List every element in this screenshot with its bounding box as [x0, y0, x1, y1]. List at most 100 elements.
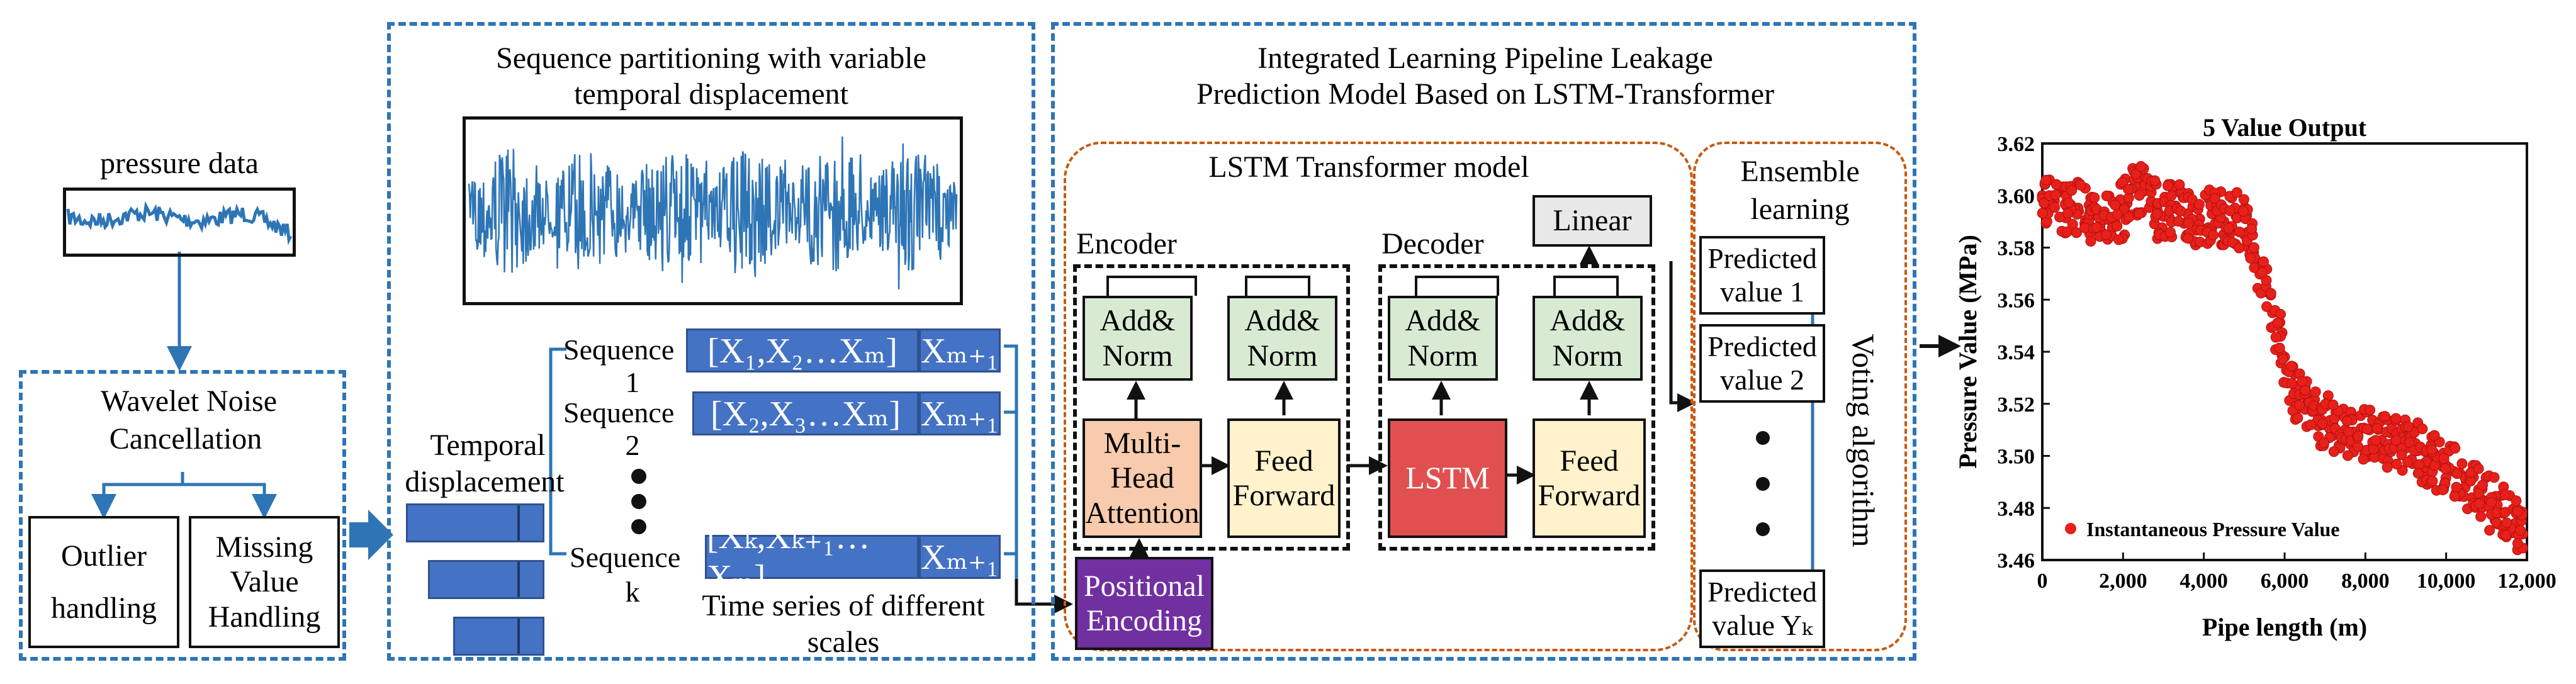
lstm-label: LSTM [1405, 460, 1490, 496]
sequence-1-label: Sequence [563, 334, 675, 366]
data-point [2437, 485, 2448, 496]
data-point [2426, 444, 2438, 455]
sequence-k-label: Sequence [570, 541, 681, 573]
encoder-addnorm-1: Add& Norm [1083, 296, 1193, 381]
linear-box: Linear [1533, 195, 1652, 247]
lstm-transformer-label: LSTM Transformer model [1208, 150, 1529, 184]
data-point [2500, 489, 2511, 500]
data-point [2207, 230, 2219, 241]
data-point [2511, 495, 2522, 507]
data-point [2112, 209, 2123, 220]
data-point [2037, 208, 2048, 219]
data-point [2101, 229, 2112, 240]
ellipsis-dot-3 [631, 519, 646, 534]
data-point [2286, 361, 2297, 372]
data-point [2343, 426, 2354, 437]
data-point [2117, 177, 2128, 188]
data-point [2370, 435, 2382, 446]
pred2-line2: value 2 [1719, 363, 1805, 396]
ensemble-dot-2 [1756, 477, 1770, 491]
data-point [2438, 453, 2449, 464]
ellipsis-dot-2 [631, 494, 646, 509]
data-point [2341, 415, 2353, 427]
linear-label: Linear [1553, 204, 1632, 238]
decoder-feed-forward-box: Feed Forward [1533, 418, 1646, 538]
y-tick-label: 3.56 [1998, 289, 2035, 312]
sequence-caption-line1: Time series of different [702, 589, 985, 622]
x-tick-label: 2,000 [2099, 569, 2147, 593]
missing-line3: Handling [208, 600, 321, 634]
mha-line3: Attention [1085, 496, 1200, 530]
x-tick-label: 6,000 [2261, 569, 2309, 593]
lstm-box: LSTM [1388, 418, 1507, 538]
data-point [2256, 267, 2268, 278]
y-tick-label: 3.62 [1998, 133, 2035, 156]
ellipsis-dot-1 [631, 469, 646, 484]
ff-line1: Feed [1560, 444, 1619, 478]
x-tick-label: 12,000 [2497, 569, 2556, 593]
data-point [2293, 400, 2305, 411]
data-point [2368, 444, 2379, 455]
data-point [2231, 187, 2242, 198]
outlier-handling-box: Outlier handling [28, 516, 179, 648]
arrow-to-outlier [91, 472, 184, 519]
outlier-line2: handling [51, 591, 157, 625]
addnorm-line1: Add& [1405, 304, 1481, 338]
data-point [2274, 342, 2285, 354]
missing-value-box: Missing Value Handling [189, 516, 340, 648]
arrow-to-partition [349, 510, 393, 560]
pred-line1: Predicted [1707, 242, 1817, 274]
data-point [2265, 288, 2276, 299]
ensemble-frame [1693, 142, 1907, 651]
data-point [2224, 205, 2236, 216]
data-point [2071, 227, 2082, 238]
data-point [2277, 354, 2288, 365]
data-point [2246, 223, 2258, 235]
data-point [2183, 218, 2194, 229]
data-point [2449, 442, 2461, 454]
data-point [2427, 475, 2438, 486]
data-point [2272, 317, 2283, 328]
displacement-bar-3 [453, 617, 544, 656]
data-point [2474, 498, 2485, 509]
y-tick-label: 3.54 [1998, 341, 2035, 364]
data-point [2449, 491, 2460, 502]
data-point [2396, 449, 2407, 461]
data-point [2089, 192, 2100, 203]
predicted-value-1-box: Predicted value 1 [1699, 236, 1825, 315]
data-point [2223, 223, 2234, 234]
ff-line2: Forward [1538, 479, 1641, 512]
decoder-addnorm-2: Add& Norm [1533, 296, 1643, 381]
sequence-2-label: Sequence [563, 396, 675, 429]
pos-line2: Encoding [1086, 604, 1202, 637]
encoder-addnorm-2: Add& Norm [1227, 296, 1337, 381]
data-point [2429, 430, 2440, 441]
data-point [2390, 435, 2402, 446]
sequence-k-next: Xₘ₊₁ [919, 535, 1001, 579]
model-title-line2: Prediction Model Based on LSTM-Transform… [1196, 77, 1775, 111]
addnorm-line1: Add& [1100, 304, 1176, 338]
data-point [2066, 184, 2078, 196]
addnorm-line2: Norm [1102, 339, 1173, 373]
temporal-line2: displacement [405, 465, 565, 498]
decoder-addnorm-1: Add& Norm [1388, 296, 1498, 381]
data-point [2404, 437, 2415, 448]
missing-line2: Value [230, 565, 299, 599]
data-point [2270, 332, 2281, 343]
mha-line2: Head [1110, 461, 1174, 495]
data-point [2110, 199, 2121, 211]
data-point [2164, 227, 2176, 238]
data-point [2061, 226, 2073, 237]
y-tick-label: 3.58 [1998, 237, 2035, 261]
addnorm-line2: Norm [1247, 339, 1318, 373]
data-point [2440, 463, 2451, 474]
decoder-label: Decoder [1381, 227, 1484, 261]
y-tick-label: 3.50 [1998, 446, 2035, 469]
data-point [2237, 206, 2249, 217]
data-point [2417, 423, 2428, 434]
data-point [2475, 511, 2487, 522]
partition-title-line1: Sequence partitioning with variable [496, 42, 926, 75]
data-point [2484, 525, 2495, 536]
data-point [2451, 468, 2463, 479]
predicted-value-k-box: Predicted value Yₖ [1699, 569, 1825, 648]
